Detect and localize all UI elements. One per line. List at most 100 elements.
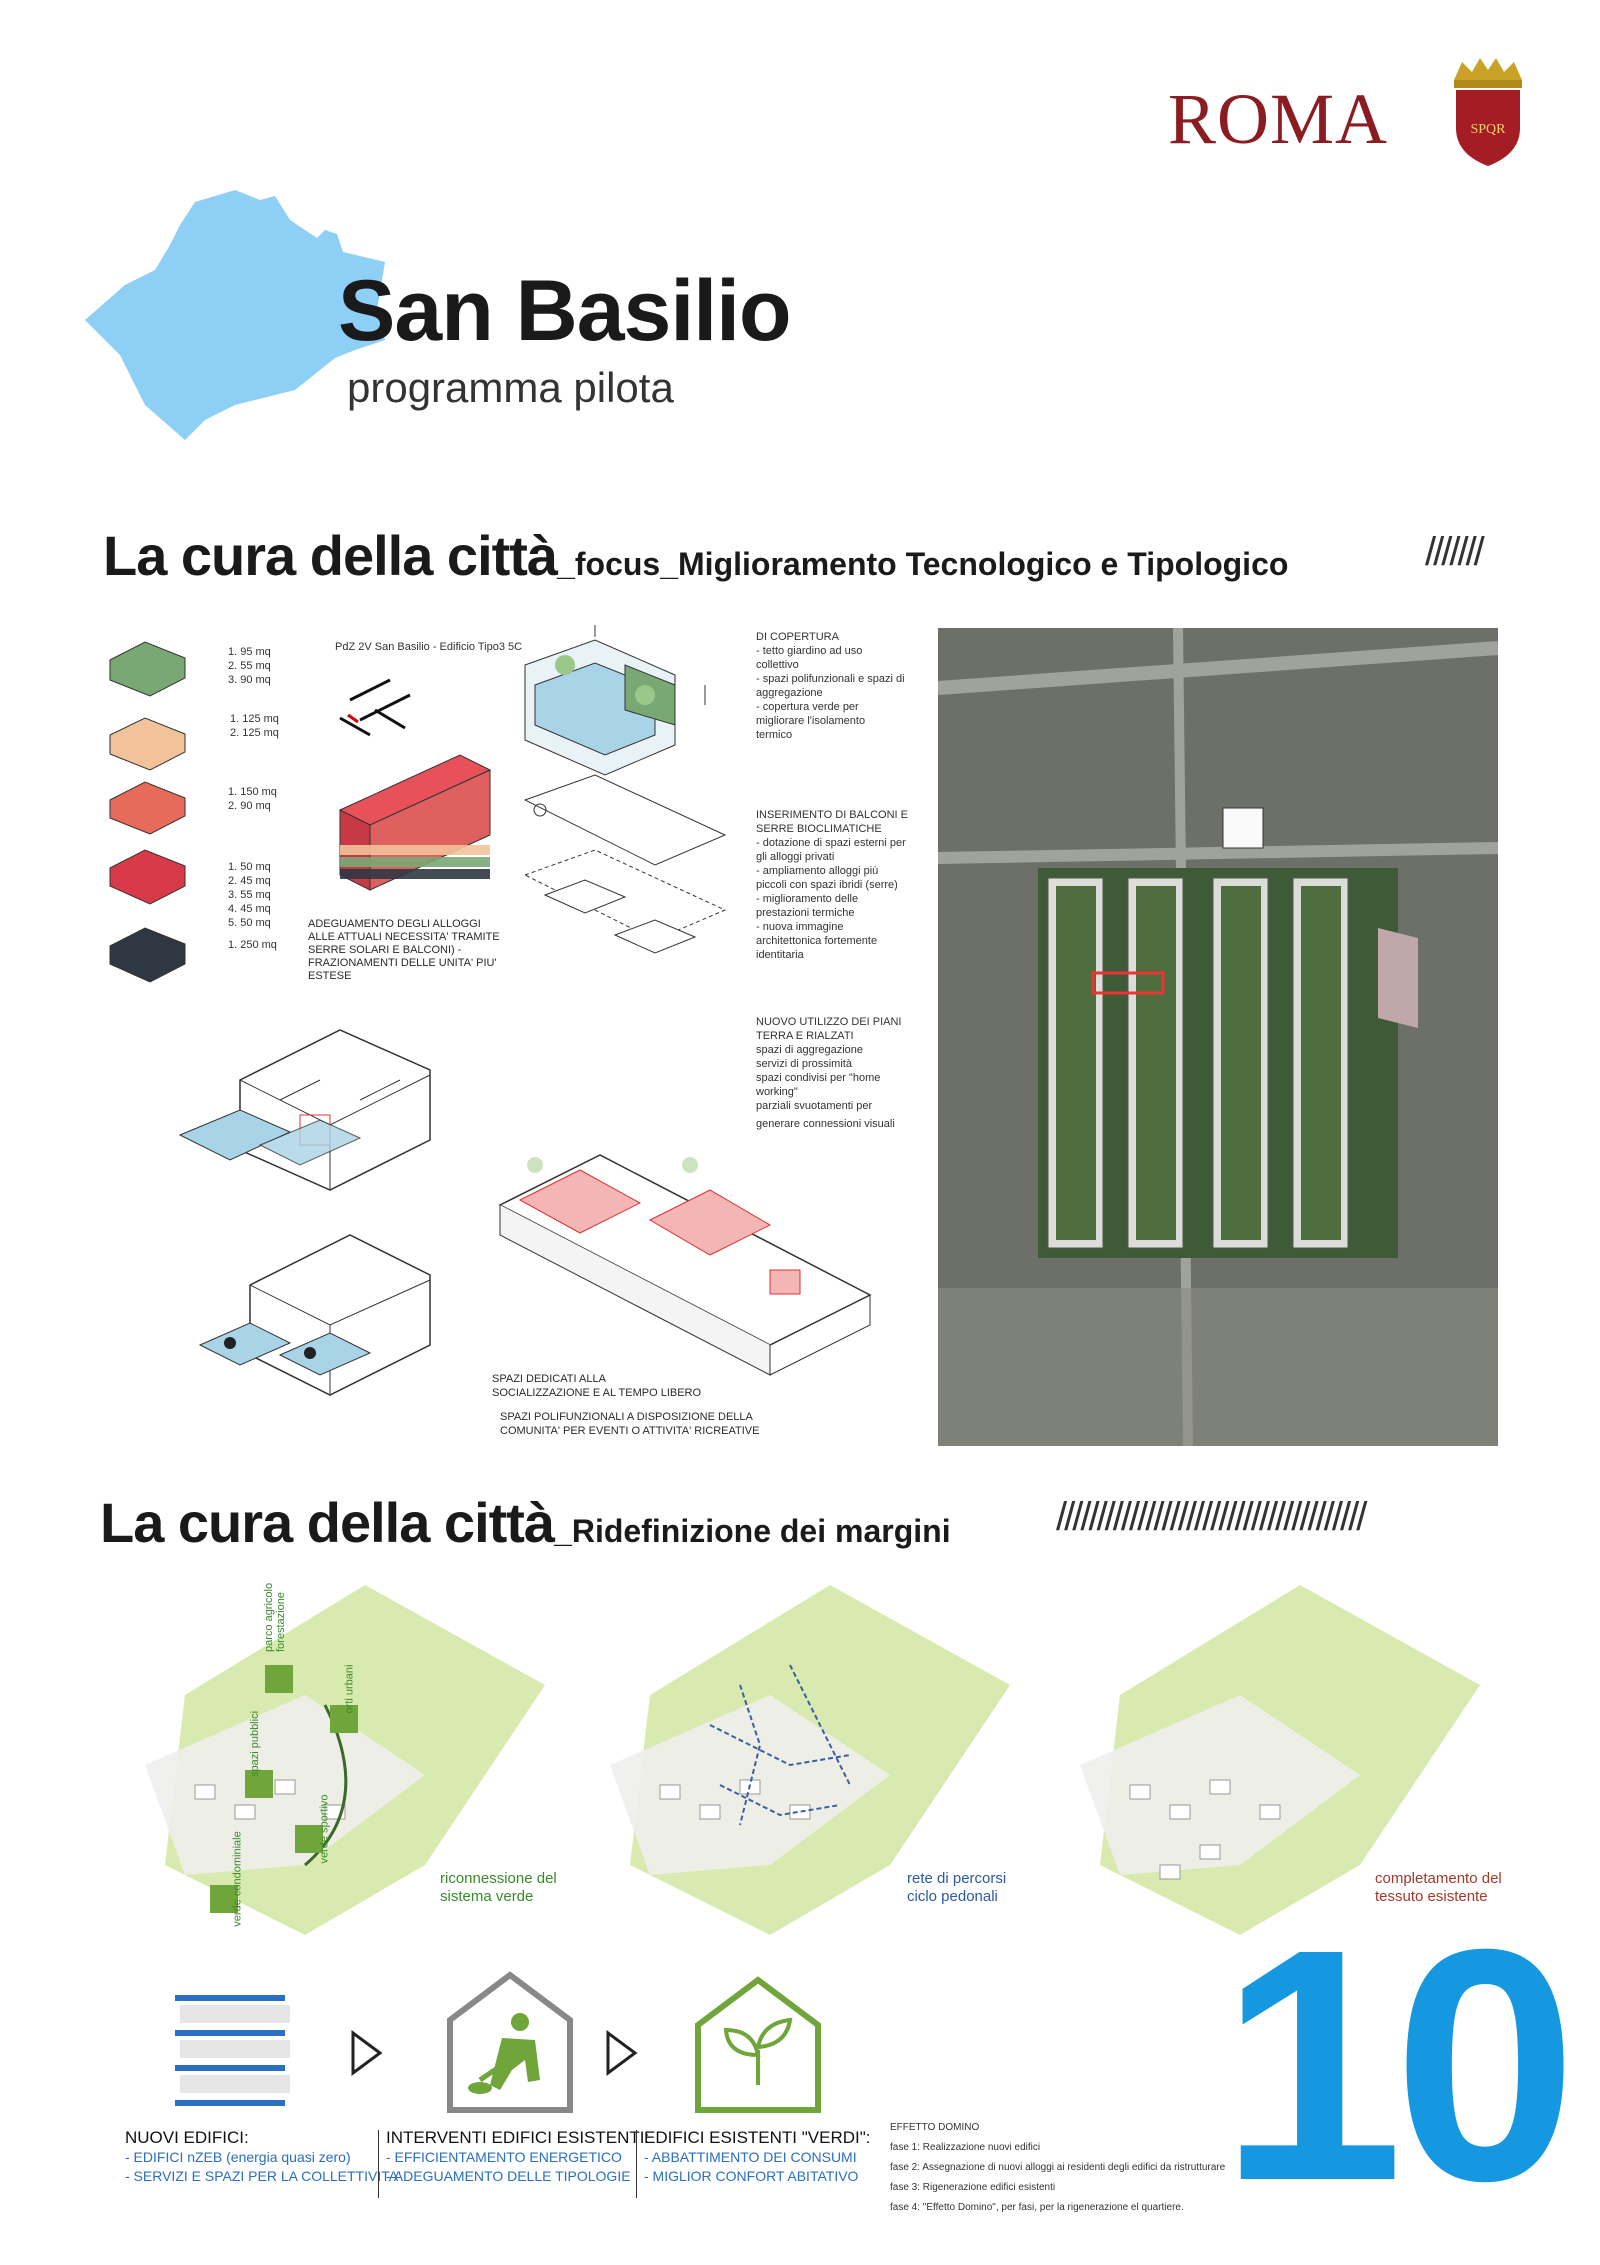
- unit-area: 1. 250 mq: [228, 939, 277, 951]
- unit-area: 1. 95 mq: [228, 646, 271, 658]
- unit-red-icon: [109, 849, 186, 905]
- piani-terra-notes: NUOVO UTILIZZO DEI PIANI TERRA E RIALZAT…: [756, 1015, 916, 1131]
- legend-line: - EFFICIENTAMENTO ENERGETICO: [386, 2149, 622, 2165]
- legend-line: - MIGLIOR CONFORT ABITATIVO: [644, 2168, 859, 2184]
- section1-heading-sub: _focus_Miglioramento Tecnologico e Tipol…: [557, 546, 1289, 582]
- unit-area: 1. 50 mq: [228, 861, 271, 873]
- note-line: migliorare l'isolamento: [756, 715, 866, 727]
- legend-line: - ABBATTIMENTO DEI CONSUMI: [644, 2149, 857, 2165]
- unit-area: 2. 125 mq: [230, 727, 279, 739]
- caption-line: SOCIALIZZAZIONE E AL TEMPO LIBERO: [492, 1387, 702, 1399]
- unit-area: 5. 50 mq: [228, 917, 271, 929]
- note-line: - tetto giardino ad uso: [756, 645, 863, 657]
- legend-col-green-title: EDIFICI ESISTENTI "VERDI":: [644, 2128, 871, 2147]
- unit-area: 1. 150 mq: [228, 786, 277, 798]
- section1-heading: La cura della città_focus_Miglioramento …: [103, 523, 1288, 588]
- map1-tag-orti: orti urbani: [343, 1664, 356, 1714]
- stacked-building-illustration: [338, 678, 492, 891]
- note-line: generare connessioni visuali: [756, 1118, 895, 1130]
- map1-caption: riconnessione del sistema verde: [440, 1870, 557, 1906]
- map2-caption: rete di percorsi ciclo pedonali: [907, 1870, 1006, 1906]
- section1-hatch: ///////: [1425, 530, 1485, 574]
- new-buildings-icon: [175, 1995, 290, 2106]
- legend-col-green: EDIFICI ESISTENTI "VERDI": - ABBATTIMENT…: [644, 2128, 871, 2186]
- legend-divider: [378, 2130, 379, 2198]
- apartment-plan-top-illustration: [178, 1029, 431, 1191]
- svg-text:SPQR: SPQR: [1470, 122, 1506, 137]
- arrow-right-icon: [606, 2030, 638, 2076]
- section2-heading: La cura della città_Ridefinizione dei ma…: [100, 1490, 951, 1555]
- legend-col-existing: INTERVENTI EDIFICI ESISTENTI: - EFFICIEN…: [386, 2128, 649, 2186]
- roma-logo-text: ROMA: [1168, 79, 1389, 159]
- note-line: parziali svuotamenti per: [756, 1100, 873, 1112]
- unit-areas-4: 1. 50 mq 2. 45 mq 3. 55 mq 4. 45 mq 5. 5…: [228, 860, 271, 930]
- domino-title: EFFETTO DOMINO: [890, 2122, 980, 2133]
- map1-tag-spazi: spazi pubblici: [249, 1710, 262, 1778]
- note-line: - spazi polifunzionali e spazi di: [756, 673, 905, 685]
- note-line: identitaria: [756, 949, 804, 961]
- note-line: piccoli con spazi ibridi (serre): [756, 879, 898, 891]
- map1-tag-parco: parco agricolo forestazione: [263, 1582, 287, 1652]
- unit-area: 2. 90 mq: [228, 800, 271, 812]
- unit-typologies-illustration: [109, 641, 186, 983]
- note-line: - dotazione di spazi esterni per: [756, 837, 906, 849]
- unit-areas-1: 1. 95 mq 2. 55 mq 3. 90 mq: [228, 645, 271, 687]
- map-cycle-paths: [610, 1585, 1010, 1935]
- note-line: collettivo: [756, 659, 799, 671]
- caption-line: riconnessione del: [440, 1870, 557, 1887]
- roma-shield-icon: SPQR: [1454, 58, 1522, 166]
- apartment-plan-bottom-illustration: [198, 1234, 431, 1396]
- spazi-caption: SPAZI DEDICATI ALLA SOCIALIZZAZIONE E AL…: [492, 1372, 759, 1438]
- caption-line: SPAZI POLIFUNZIONALI A DISPOSIZIONE DELL…: [500, 1411, 753, 1423]
- legend-col-existing-title: INTERVENTI EDIFICI ESISTENTI:: [386, 2128, 650, 2147]
- page-number: 10: [1220, 1880, 1577, 2249]
- legend-line: - ADEGUAMENTO DELLE TIPOLOGIE: [386, 2168, 631, 2184]
- caption-line: completamento del: [1375, 1870, 1502, 1887]
- domino-line: fase 1: Realizzazione nuovi edifici: [890, 2142, 1041, 2153]
- unit-area: 1. 125 mq: [230, 713, 279, 725]
- note-line: TERRA E RIALZATI: [756, 1030, 854, 1042]
- caption-line: rete di percorsi: [907, 1870, 1007, 1887]
- note-line: servizi di prossimità: [756, 1058, 852, 1070]
- unit-areas-5: 1. 250 mq: [228, 938, 277, 952]
- unit-dark-icon: [109, 927, 186, 983]
- unit-area: 3. 55 mq: [228, 889, 271, 901]
- section2-hatch: //////////////////////////////////////: [1056, 1495, 1367, 1539]
- caption-line: COMUNITA' PER EVENTI O ATTIVITA' RICREAT…: [500, 1425, 760, 1437]
- caption-line: SPAZI DEDICATI ALLA: [492, 1373, 606, 1385]
- note-line: - nuova immagine: [756, 921, 844, 933]
- section2-heading-main: La cura della città: [100, 1491, 555, 1554]
- note-line: - miglioramento delle: [756, 893, 859, 905]
- adeguamento-caption: ADEGUAMENTO DEGLI ALLOGGI ALLE ATTUALI N…: [308, 918, 500, 982]
- domino-line: fase 2: Assegnazione di nuovi alloggi ai…: [890, 2162, 1226, 2173]
- domino-line: fase 4: "Effetto Domino", per fasi, per …: [890, 2202, 1184, 2213]
- map3-caption: completamento del tessuto esistente: [1375, 1870, 1502, 1906]
- arrow-right-icon: [351, 2030, 383, 2076]
- legend-divider: [636, 2130, 637, 2198]
- note-line: architettonica fortemente: [756, 935, 878, 947]
- note-line: aggregazione: [756, 687, 823, 699]
- ground-floor-axonometric-illustration: [498, 1154, 872, 1376]
- note-line: SERRE BIOCLIMATICHE: [756, 823, 882, 835]
- map-urban-completion: [1080, 1585, 1480, 1935]
- domino-line: fase 3: Rigenerazione edifici esistenti: [890, 2182, 1056, 2193]
- unit-areas-3: 1. 150 mq 2. 90 mq: [228, 785, 277, 813]
- legend-col-new-title: NUOVI EDIFICI:: [125, 2128, 249, 2147]
- note-line: spazi di aggregazione: [756, 1044, 864, 1056]
- note-line: DI COPERTURA: [756, 631, 839, 643]
- caption-line: ciclo pedonali: [907, 1888, 998, 1905]
- unit-area: 2. 55 mq: [228, 660, 271, 672]
- legend-line: - EDIFICI nZEB (energia quasi zero): [125, 2149, 351, 2165]
- note-line: INSERIMENTO DI BALCONI E: [756, 809, 908, 821]
- unit-green-icon: [109, 641, 186, 697]
- note-line: termico: [756, 729, 793, 741]
- unit-area: 3. 90 mq: [228, 674, 271, 686]
- note-line: gli alloggi privati: [756, 851, 835, 863]
- page-title: San Basilio: [338, 263, 792, 359]
- caption-line: tessuto esistente: [1375, 1888, 1488, 1905]
- worker-house-icon: [447, 1971, 573, 2113]
- note-line: working": [756, 1086, 798, 1098]
- note-line: - ampliamento alloggi più: [756, 865, 879, 877]
- building-label: PdZ 2V San Basilio - Edificio Tipo3 5C: [335, 641, 523, 653]
- legend-col-new: NUOVI EDIFICI: - EDIFICI nZEB (energia q…: [125, 2128, 401, 2186]
